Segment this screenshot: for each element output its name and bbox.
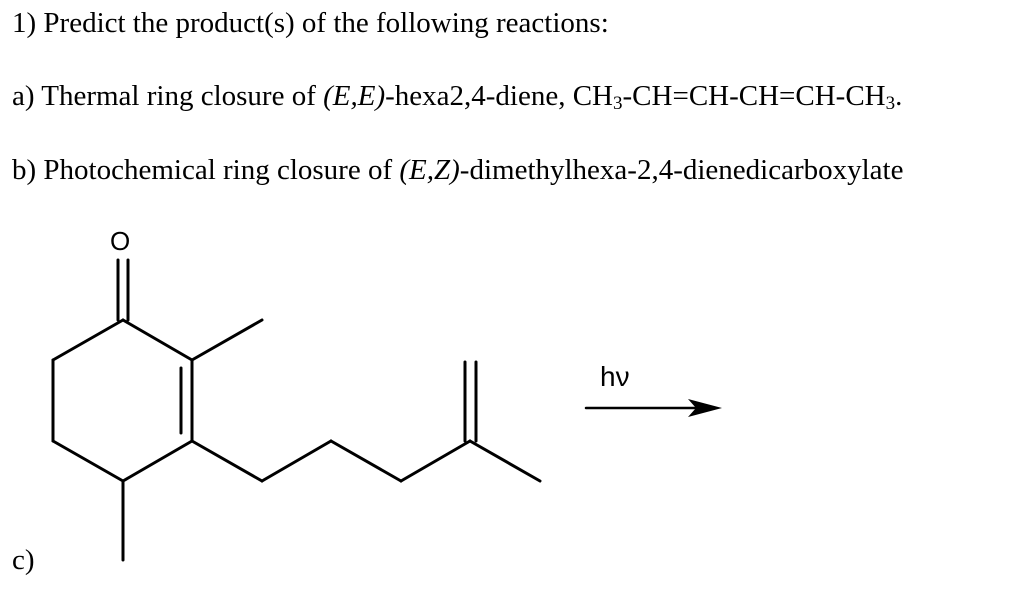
part-a-end: . — [895, 80, 903, 112]
part-a-name: -hexa2,4-diene, — [385, 80, 573, 112]
chain-bond-3 — [329, 439, 403, 483]
part-b-name: -dimethylhexa-2,4-dienedicarboxylate — [459, 154, 904, 186]
chain-bond-2 — [260, 439, 333, 483]
chain-methyl-bond — [468, 439, 542, 483]
part-a-sub-1: 3 — [613, 93, 623, 114]
part-b-label: b) Photochemical ring closure of — [12, 154, 400, 186]
methyl-bond-c2 — [190, 318, 264, 362]
part-a-formula-1: CH — [572, 80, 614, 112]
hv-reagent-label: hν — [600, 361, 630, 392]
chain-bond-4 — [399, 439, 472, 483]
ring-bond-c6-c1 — [51, 318, 125, 362]
part-a-sub-2: 3 — [885, 93, 896, 114]
question-title: 1) Predict the product(s) of the followi… — [12, 7, 609, 39]
part-b-text: b) Photochemical ring closure of (E,Z)-d… — [12, 153, 903, 187]
reaction-arrow-head — [688, 399, 722, 417]
part-a-stereo: (E,E) — [323, 80, 386, 112]
part-a-text: a) Thermal ring closure of (E,E)-hexa2,4… — [12, 79, 902, 113]
ring-bond-c4-c5 — [51, 439, 125, 483]
chain-bond-1 — [190, 439, 264, 483]
ring-bond-c1-c2 — [121, 318, 194, 362]
ring-bond-c3-c4 — [121, 439, 194, 483]
oxygen-atom-label: O — [110, 226, 130, 256]
part-c-label: c) — [12, 544, 35, 576]
part-a-label: a) Thermal ring closure of — [12, 80, 324, 112]
part-b-stereo: (E,Z) — [399, 154, 460, 186]
part-a-formula-2: -CH=CH-CH=CH-CH — [622, 80, 886, 112]
